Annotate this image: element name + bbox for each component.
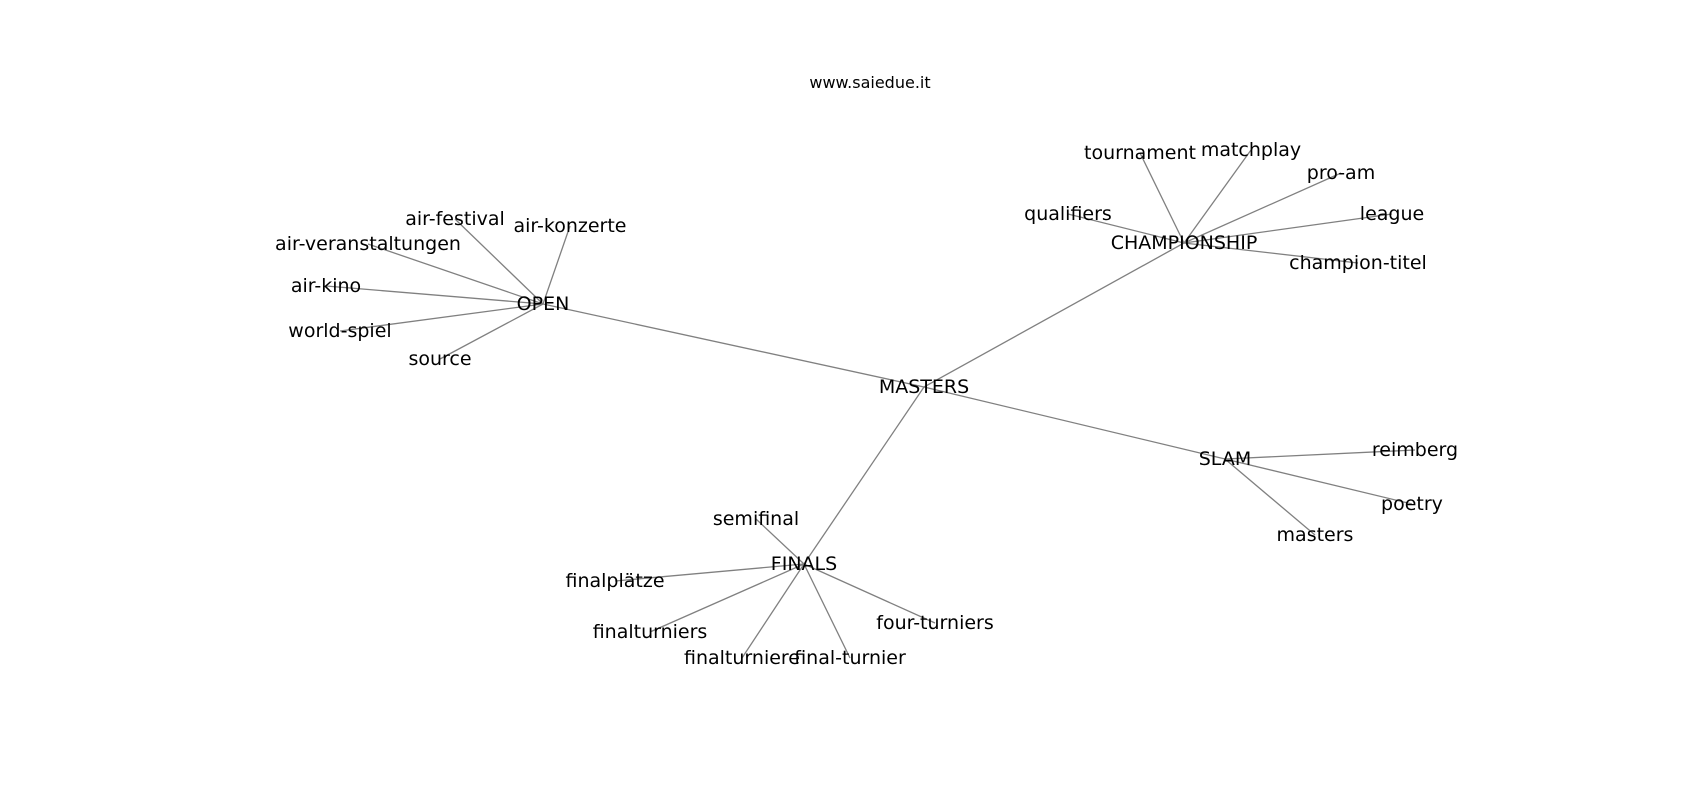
edge-masters_hub-finals <box>803 386 925 565</box>
edge-open-air-veranstaltungen <box>367 243 544 305</box>
edge-slam-reimberg <box>1224 449 1416 460</box>
nodes: MASTERS OPEN CHAMPIONSHIP SLAM FINALS air-fes… <box>275 139 1458 669</box>
edge-finals-finalturniers <box>649 563 805 633</box>
edge-finals-semifinal <box>755 518 805 565</box>
edge-finals-finalturniere <box>741 563 805 659</box>
leaf-node-reimberg: reimberg <box>1372 439 1458 461</box>
edge-masters_hub-championship <box>923 242 1185 388</box>
edge-championship-league <box>1183 213 1393 244</box>
edge-championship-tournament <box>1139 152 1185 244</box>
leaf-node-air-veranstaltungen: air-veranstaltungen <box>275 233 461 255</box>
leaf-node-air-konzerte: air-konzerte <box>514 215 627 237</box>
leaf-node-finalplaetze: finalplätze <box>565 570 664 592</box>
edge-championship-matchplay <box>1183 149 1252 244</box>
hub-node-slam: SLAM <box>1199 448 1251 470</box>
edge-championship-champion-titel <box>1183 242 1359 264</box>
leaf-node-source: source <box>408 348 471 370</box>
leaf-node-league: league <box>1360 203 1424 225</box>
hub-node-masters_hub: MASTERS <box>879 376 969 398</box>
leaf-node-matchplay: matchplay <box>1201 139 1301 161</box>
leaf-node-final-turnier: final-turnier <box>794 647 906 669</box>
hub-node-championship: CHAMPIONSHIP <box>1111 232 1258 254</box>
edge-masters_hub-open <box>542 303 925 388</box>
edge-open-air-konzerte <box>542 225 571 305</box>
edge-masters_hub-slam <box>923 386 1226 460</box>
leaf-node-finalturniers: finalturniers <box>593 621 708 643</box>
edge-slam-masters_leaf <box>1224 458 1316 536</box>
edge-open-air-kino <box>325 285 544 305</box>
leaf-node-semifinal: semifinal <box>713 508 799 530</box>
edge-championship-pro-am <box>1183 172 1342 244</box>
edge-finals-final-turnier <box>803 563 851 659</box>
edges <box>325 149 1416 659</box>
leaf-node-poetry: poetry <box>1381 493 1443 515</box>
edge-open-source <box>439 303 544 360</box>
leaf-node-champion-titel: champion-titel <box>1289 252 1427 274</box>
caption: www.saiedue.it <box>809 73 930 92</box>
edge-open-air-festival <box>454 218 544 305</box>
edge-finals-four-turniers <box>803 563 936 624</box>
edge-championship-qualifiers <box>1067 213 1185 244</box>
edge-open-world-spiel <box>339 303 544 332</box>
leaf-node-masters_leaf: masters <box>1277 524 1354 546</box>
leaf-node-world-spiel: world-spiel <box>288 320 391 342</box>
leaf-node-air-festival: air-festival <box>405 208 505 230</box>
leaf-node-tournament: tournament <box>1084 142 1196 164</box>
hub-node-finals: FINALS <box>771 553 837 575</box>
leaf-node-pro-am: pro-am <box>1307 162 1375 184</box>
leaf-node-four-turniers: four-turniers <box>876 612 994 634</box>
leaf-node-qualifiers: qualifiers <box>1024 203 1112 225</box>
leaf-node-finalturniere: finalturniere <box>684 647 800 669</box>
edge-slam-poetry <box>1224 458 1413 505</box>
leaf-node-air-kino: air-kino <box>291 275 361 297</box>
edge-finals-finalplaetze <box>614 563 805 582</box>
hub-node-open: OPEN <box>517 293 570 315</box>
